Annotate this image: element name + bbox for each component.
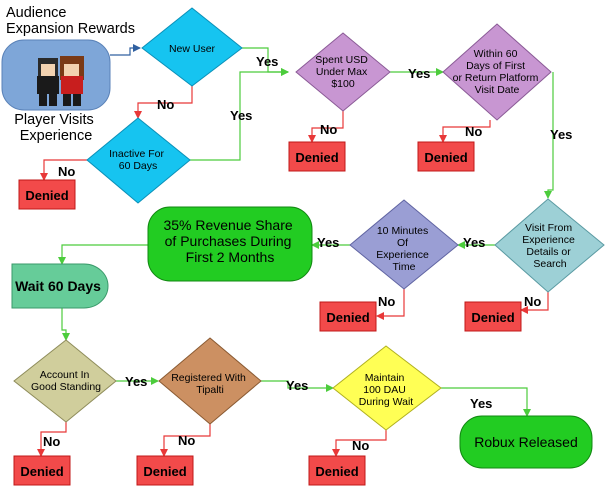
svg-text:Account In Good Standing: Account In Good Standing: [31, 369, 101, 393]
yes-label: Yes: [317, 235, 339, 250]
yes-label: Yes: [125, 374, 147, 389]
wait-node: Wait 60 Days: [11, 263, 109, 309]
yes-label: Yes: [463, 235, 485, 250]
svg-text:Denied: Denied: [315, 464, 358, 479]
connector-within60-no: [439, 120, 491, 143]
connector-tipalti-no: [160, 424, 211, 457]
connector-inactive-yes: [190, 68, 289, 161]
denied-box: Denied: [18, 179, 76, 210]
decision-inactive: Inactive For 60 Days: [86, 117, 191, 204]
connector-maintain-no: [332, 430, 387, 457]
denied-box: Denied: [417, 141, 475, 172]
decision-within60: Within 60 Days of First or Return Platfo…: [442, 23, 552, 121]
connector-tenmin-no: [376, 289, 405, 320]
connector-spent-no: [308, 111, 344, 143]
decision-visit-from: Visit From Experience Details or Search: [494, 198, 605, 293]
denied-box: Denied: [288, 141, 346, 172]
svg-text:Denied: Denied: [424, 150, 467, 165]
yes-label: Yes: [408, 66, 430, 81]
decision-maintain-dau: Maintain 100 DAU During Wait: [332, 345, 442, 431]
decision-new-user: New User: [141, 7, 243, 87]
connectors: [37, 44, 554, 457]
svg-text:Visit From Experience: Visit From Experience Details or Search: [522, 222, 577, 270]
decision-spent: Spent USD Under Max $100: [295, 32, 391, 112]
yes-label: Yes: [550, 127, 572, 142]
svg-text:Registered With Tipalti: Registered With Tipalti: [171, 372, 249, 396]
no-label: No: [58, 164, 75, 179]
robux-released-node: Robux Released: [459, 415, 593, 469]
avatar-characters-icon: [37, 56, 84, 106]
diagram-title: Audience Expansion Rewards: [6, 5, 135, 37]
svg-text:Robux Released: Robux Released: [474, 434, 578, 450]
yes-label: Yes: [230, 108, 252, 123]
connector-wait-to-standing: [61, 308, 70, 341]
connector-within60-yes: [544, 72, 554, 199]
svg-text:Denied: Denied: [20, 464, 63, 479]
no-label: No: [465, 124, 482, 139]
connector-revenue-to-wait: [58, 244, 148, 265]
denied-box: Denied: [136, 455, 194, 486]
yes-label: Yes: [470, 396, 492, 411]
svg-text:Maintain 100 DAU D: Maintain 100 DAU During Wait: [359, 372, 414, 408]
start-label: Player Visits Experience: [14, 112, 98, 144]
svg-text:Inactive For 60 Days: Inactive For 60 Days: [109, 148, 167, 172]
denied-box: Denied: [308, 455, 366, 486]
connector-standing-no: [37, 422, 67, 457]
connector-new-user-no: [134, 86, 193, 119]
connector-visit-no: [520, 292, 549, 314]
yes-label: Yes: [256, 54, 278, 69]
svg-text:Denied: Denied: [471, 310, 514, 325]
no-label: No: [157, 97, 174, 112]
no-label: No: [352, 438, 369, 453]
svg-text:Denied: Denied: [295, 150, 338, 165]
connector-inactive-no: [40, 159, 87, 181]
revenue-share-node: 35% Revenue Share of Purchases During Fi…: [147, 206, 313, 282]
no-label: No: [178, 433, 195, 448]
svg-text:Denied: Denied: [326, 310, 369, 325]
start-node: [1, 39, 111, 111]
svg-text:Denied: Denied: [25, 188, 68, 203]
denied-box: Denied: [319, 301, 377, 332]
no-label: No: [378, 294, 395, 309]
svg-text:Spent USD Under Max: Spent USD Under Max $100: [315, 54, 370, 90]
branch-labels: Yes No Yes No Yes No No Yes Yes Yes No N…: [43, 54, 572, 453]
svg-text:Wait 60 Days: Wait 60 Days: [15, 278, 101, 294]
no-label: No: [524, 294, 541, 309]
yes-label: Yes: [286, 378, 308, 393]
svg-text:Denied: Denied: [143, 464, 186, 479]
connector-maintain-yes: [441, 387, 531, 417]
denied-box: Denied: [464, 301, 522, 332]
connector-start-to-new-user: [110, 44, 141, 56]
decision-ten-minutes: 10 Minutes Of Experience Time: [349, 199, 459, 290]
svg-text:35% Revenue Share of Pur: 35% Revenue Share of Purchases During Fi…: [163, 217, 296, 265]
decision-tipalti: Registered With Tipalti: [158, 337, 262, 425]
svg-text:Within 60 Days of First: Within 60 Days of First or Return Platfo…: [453, 48, 542, 96]
no-label: No: [43, 434, 60, 449]
connector-tipalti-yes: [261, 380, 334, 392]
decision-good-standing: Account In Good Standing: [13, 339, 117, 423]
denied-boxes: Denied Denied Denied Denied Denied Denie…: [13, 141, 522, 486]
no-label: No: [320, 122, 337, 137]
svg-text:New User: New User: [169, 43, 216, 55]
denied-box: Denied: [13, 455, 71, 486]
svg-text:10 Minutes Of Expe: 10 Minutes Of Experience Time: [376, 225, 431, 273]
